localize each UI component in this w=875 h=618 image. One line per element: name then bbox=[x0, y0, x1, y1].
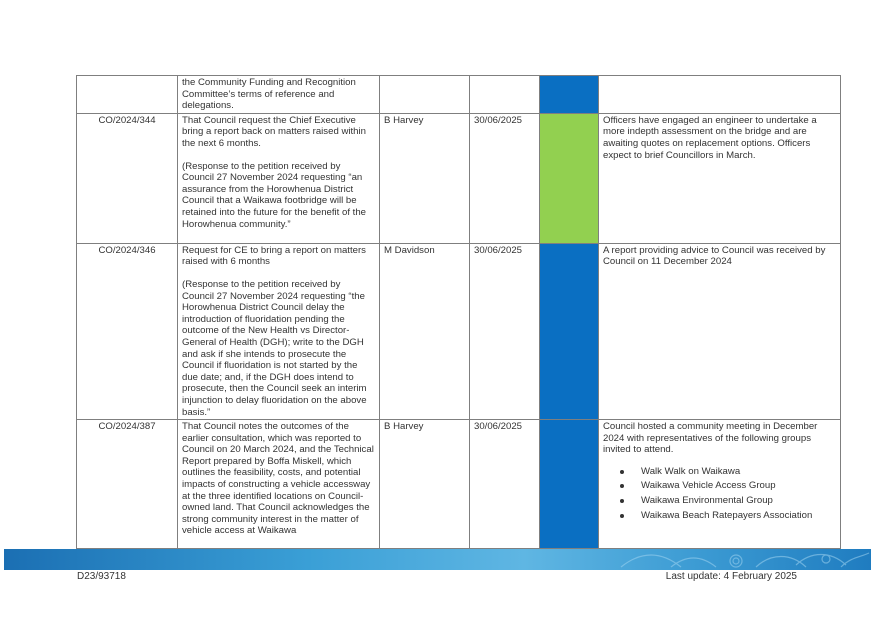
officer-cell: B Harvey bbox=[379, 419, 470, 550]
comment-cell bbox=[598, 75, 841, 114]
list-item: Waikawa Beach Ratepayers Association bbox=[620, 510, 836, 522]
date-cell bbox=[469, 75, 540, 114]
footer-band bbox=[4, 549, 871, 570]
comment-cell: Officers have engaged an engineer to und… bbox=[598, 112, 841, 244]
ref-cell: CO/2024/387 bbox=[76, 419, 178, 550]
resolution-text: (Response to the petition received by Co… bbox=[182, 278, 370, 418]
table-row: CO/2024/387 That Council notes the outco… bbox=[76, 419, 841, 550]
ref-cell: CO/2024/346 bbox=[76, 242, 178, 421]
status-cell bbox=[539, 242, 599, 421]
resolution-cell: That Council notes the outcomes of the e… bbox=[177, 419, 380, 550]
resolution-text: the Community Funding and Recognition Co… bbox=[182, 77, 359, 112]
comment-text: Officers have engaged an engineer to und… bbox=[603, 114, 820, 161]
status-cell bbox=[539, 112, 599, 244]
list-item: Walk Walk on Waikawa bbox=[620, 466, 836, 478]
comment-cell: Council hosted a community meeting in De… bbox=[598, 419, 841, 550]
wave-pattern-icon bbox=[620, 552, 870, 568]
group-list: Walk Walk on Waikawa Waikawa Vehicle Acc… bbox=[603, 466, 836, 521]
table-row: CO/2024/344 That Council request the Chi… bbox=[76, 112, 841, 244]
document-reference: D23/93718 bbox=[77, 571, 126, 582]
comment-text: A report providing advice to Council was… bbox=[603, 244, 829, 268]
ref-cell bbox=[76, 75, 178, 114]
resolution-text: That Council request the Chief Executive… bbox=[182, 114, 369, 149]
list-item: Waikawa Environmental Group bbox=[620, 495, 836, 507]
last-update: Last update: 4 February 2025 bbox=[665, 571, 797, 582]
table-row: CO/2024/346 Request for CE to bring a re… bbox=[76, 242, 841, 421]
comment-text: Council hosted a community meeting in De… bbox=[603, 421, 821, 456]
list-item: Waikawa Vehicle Access Group bbox=[620, 480, 836, 492]
resolution-cell: Request for CE to bring a report on matt… bbox=[177, 242, 380, 421]
resolution-cell: That Council request the Chief Executive… bbox=[177, 112, 380, 244]
date-cell: 30/06/2025 bbox=[469, 242, 540, 421]
action-table: the Community Funding and Recognition Co… bbox=[76, 75, 841, 550]
status-cell bbox=[539, 419, 599, 550]
officer-cell: M Davidson bbox=[379, 242, 470, 421]
officer-cell: B Harvey bbox=[379, 112, 470, 244]
action-table-body: the Community Funding and Recognition Co… bbox=[76, 75, 841, 550]
status-cell bbox=[539, 75, 599, 114]
resolution-cell: the Community Funding and Recognition Co… bbox=[177, 75, 380, 114]
ref-cell: CO/2024/344 bbox=[76, 112, 178, 244]
resolution-text: That Council notes the outcomes of the e… bbox=[182, 421, 377, 537]
table-row: the Community Funding and Recognition Co… bbox=[76, 75, 841, 114]
resolution-text: Request for CE to bring a report on matt… bbox=[182, 244, 369, 268]
date-cell: 30/06/2025 bbox=[469, 419, 540, 550]
resolution-text: (Response to the petition received by Co… bbox=[182, 160, 369, 230]
officer-cell bbox=[379, 75, 470, 114]
comment-cell: A report providing advice to Council was… bbox=[598, 242, 841, 421]
date-cell: 30/06/2025 bbox=[469, 112, 540, 244]
